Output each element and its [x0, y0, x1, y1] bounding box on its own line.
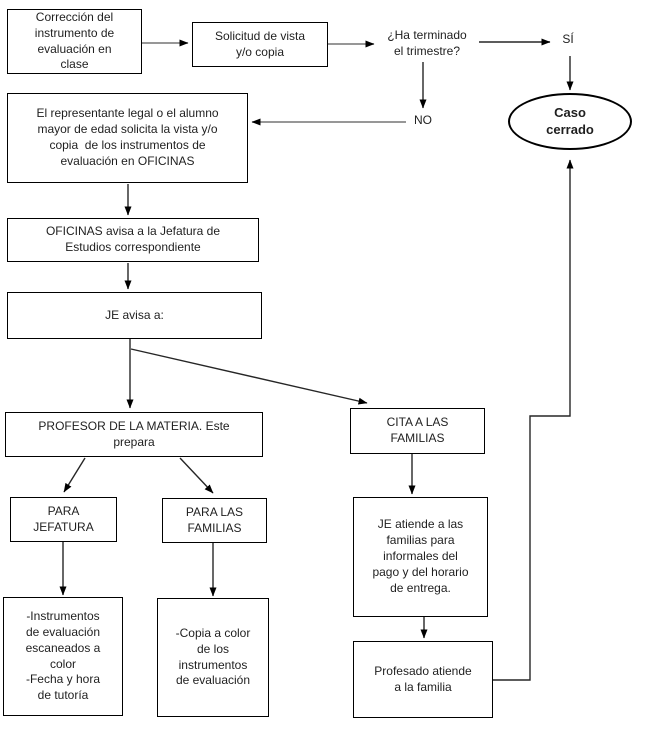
node-copia-color: -Copia a color de los instrumentos de ev…	[157, 598, 269, 717]
node-solicitud-vista-copia: Solicitud de vista y/o copia	[192, 22, 328, 67]
arrow-profesor-to-para-familias	[179, 457, 214, 494]
node-instrumentos-escaneados: -Instrumentos de evaluación escaneados a…	[3, 597, 123, 716]
node-profesor-materia: PROFESOR DE LA MATERIA. Este prepara	[5, 412, 263, 457]
decision-ha-terminado-trimestre: ¿Ha terminado el trimestre?	[387, 28, 467, 58]
node-cita-familias: CITA A LAS FAMILIAS	[350, 408, 485, 454]
arrow-profesado-to-caso-cerrado	[493, 159, 574, 681]
node-je-atiende-familias: JE atiende a las familias para informale…	[353, 497, 488, 617]
node-para-jefatura: PARA JEFATURA	[10, 497, 117, 542]
node-oficinas-avisa-jefatura: OFICINAS avisa a la Jefatura de Estudios…	[7, 218, 259, 262]
node-je-avisa: JE avisa a:	[7, 292, 262, 339]
arrow-je-avisa-to-cita	[130, 348, 368, 405]
node-correccion-instrumento: Corrección del instrumento de evaluación…	[7, 9, 142, 74]
node-representante-solicita: El representante legal o el alumno mayor…	[7, 93, 248, 183]
label-si: SÍ	[562, 32, 574, 47]
node-profesado-atiende: Profesado atiende a la familia	[353, 641, 493, 718]
label-no: NO	[414, 113, 432, 128]
terminator-caso-cerrado: Caso cerrado	[508, 93, 632, 150]
node-para-las-familias: PARA LAS FAMILIAS	[162, 498, 267, 543]
arrow-profesor-to-para-jefatura	[63, 457, 86, 493]
